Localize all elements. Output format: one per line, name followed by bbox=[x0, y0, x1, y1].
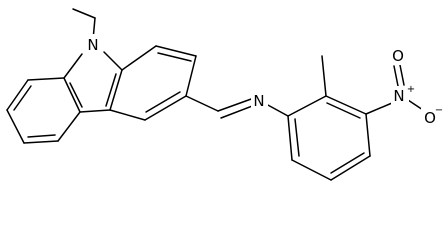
bond-left-ring-1-inner bbox=[69, 82, 83, 108]
bond-right-ring-5-inner bbox=[145, 91, 181, 113]
molecule-diagram: N N N + O O − bbox=[6, 8, 443, 181]
structure-canvas: N N N + O O − bbox=[6, 8, 443, 181]
label-backdrop bbox=[251, 92, 268, 110]
bond-left-ring-3 bbox=[23, 140, 59, 144]
bond-ch-n-double-a bbox=[217, 97, 255, 112]
atom-o-nitro-top: O bbox=[392, 47, 404, 65]
bond-n-o-double-a bbox=[393, 65, 399, 87]
bond-c4a-c4b bbox=[79, 109, 111, 113]
bond-aryl-ring-5-inner bbox=[326, 102, 361, 119]
bond-ch-n-double-b bbox=[220, 104, 256, 119]
bond-right-ring-1 bbox=[109, 69, 123, 111]
bond-aryl-ring-6 bbox=[287, 95, 327, 117]
bond-left-ring-1 bbox=[63, 77, 81, 113]
bond-aryl-ring-1 bbox=[287, 115, 293, 161]
bond-right-ring-2 bbox=[121, 45, 157, 71]
bond-aryl-ring-4 bbox=[365, 113, 371, 157]
bond-left-ring-5-inner bbox=[13, 85, 32, 111]
bond-c-ch bbox=[185, 95, 219, 112]
label-backdrop bbox=[84, 34, 102, 54]
bond-aryl-ring-2 bbox=[291, 159, 332, 181]
bond-right-ring-1-inner bbox=[105, 73, 117, 107]
bond-right-ring-3-inner bbox=[157, 52, 192, 62]
bond-left-ring-2 bbox=[57, 111, 81, 142]
bond-n-o-double-b bbox=[399, 64, 405, 86]
bond-methyl bbox=[321, 55, 327, 97]
atom-o-nitro-right-charge: − bbox=[435, 105, 443, 116]
bond-n-c9a bbox=[103, 51, 123, 71]
bond-aryl-ring-3-inner bbox=[330, 152, 365, 174]
bond-right-ring-6 bbox=[109, 109, 146, 121]
bond-aryl-ring-1-inner bbox=[294, 118, 300, 157]
bond-n-c8a bbox=[63, 53, 83, 79]
bond-n-aryl bbox=[265, 103, 289, 117]
atom-n-nitro: N bbox=[393, 87, 404, 105]
bond-right-ring-3 bbox=[155, 45, 197, 57]
atom-n-imine: N bbox=[253, 92, 264, 110]
bond-aryl-ring-3 bbox=[330, 155, 371, 181]
bond-left-ring-6 bbox=[27, 77, 65, 81]
atom-o-nitro-right: O bbox=[424, 109, 436, 127]
atom-n-carbazole: N bbox=[87, 36, 98, 54]
bond-left-ring-5 bbox=[6, 79, 29, 111]
atom-n-nitro-charge: + bbox=[407, 84, 415, 95]
bond-c-nitro bbox=[365, 102, 393, 115]
bond-right-ring-4 bbox=[185, 55, 197, 97]
bond-aryl-ring-5 bbox=[325, 95, 367, 115]
label-backdrop bbox=[421, 108, 439, 128]
bond-left-ring-4 bbox=[6, 109, 25, 144]
label-backdrop bbox=[391, 86, 409, 105]
bond-ethyl-ch2-ch3 bbox=[72, 8, 96, 19]
bond-right-ring-5 bbox=[144, 95, 187, 121]
bond-left-ring-3-inner bbox=[27, 134, 56, 138]
label-backdrop bbox=[389, 45, 407, 65]
